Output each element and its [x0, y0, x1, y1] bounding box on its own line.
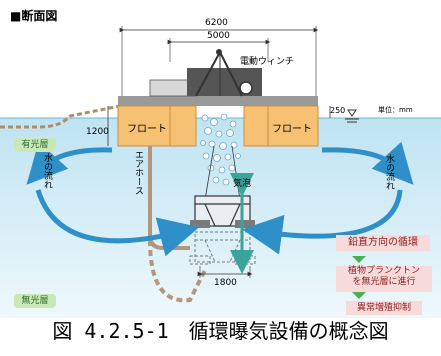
winch-drum [239, 81, 253, 95]
euphotic-zone-badge: 有光層 [14, 138, 56, 152]
bubble-column [200, 113, 241, 186]
note-arrow-2 [352, 292, 366, 299]
float-right-label: フロート [272, 124, 312, 135]
flow-arrow-left-bottom [35, 189, 200, 257]
flow-arrow-right-top [321, 141, 414, 185]
float-left-box [117, 105, 197, 147]
section-title: ■断面図 [10, 9, 58, 23]
deck [118, 96, 318, 106]
flow-arrow-right-bottom [242, 189, 403, 255]
air-hose-surface [0, 98, 151, 129]
float-left-label: フロート [127, 124, 167, 135]
dim-bottom-width: 1800 [214, 278, 237, 288]
flow-arrow-left-top [26, 141, 113, 185]
note-plankton: 植物プランクトン を無光層に進行 [336, 266, 432, 292]
winch-label: 電動ウィンチ [240, 57, 295, 67]
flow-right-label: 水の流れ [384, 154, 394, 190]
dim-inner-width: 5000 [207, 31, 230, 41]
aphotic-zone-badge: 無光層 [14, 294, 56, 308]
dim-left-depth: 1200 [86, 127, 109, 137]
note-vertical-circulation: 鉛直方向の循環 [336, 235, 430, 251]
flow-left-label: 水の流れ [42, 153, 52, 189]
note-suppression: 異常増殖抑制 [346, 301, 422, 315]
dim-right-depth: 250 [330, 106, 346, 115]
water-level-mark [347, 109, 357, 117]
air-hose-dashed [148, 239, 207, 303]
figure-caption: 図 4.2.5-1 循環曝気設備の概念図 [52, 319, 389, 343]
float-right-box [243, 105, 319, 147]
unit-label: 単位：mm [378, 106, 413, 114]
air-hose-label: エアホース [133, 150, 143, 195]
bubbles-label: 気泡 [233, 179, 252, 189]
dim-total-width: 6200 [205, 18, 228, 28]
note-arrow-1 [352, 256, 366, 263]
